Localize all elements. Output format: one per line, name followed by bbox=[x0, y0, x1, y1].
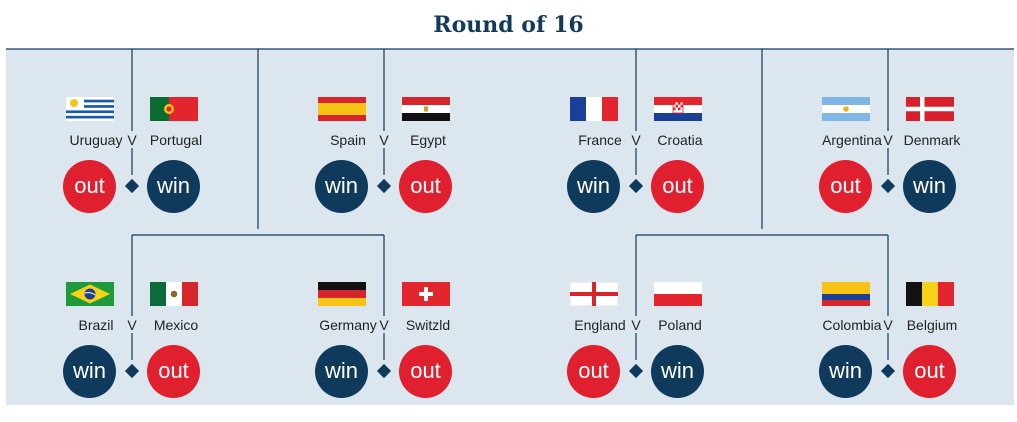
result-badge: win bbox=[651, 345, 704, 398]
versus-label: V bbox=[127, 317, 137, 333]
team-name: Spain bbox=[330, 132, 366, 148]
team-name: Switzld bbox=[405, 317, 451, 333]
mexico-flag-icon bbox=[150, 282, 198, 306]
match-spain-egypt: Spain V Egypt win out bbox=[315, 97, 468, 237]
team-name: Portugal bbox=[149, 132, 203, 148]
result-badge: win bbox=[147, 160, 200, 213]
team-name: France bbox=[578, 132, 622, 148]
result-badge: win bbox=[63, 345, 116, 398]
france-flag-icon bbox=[570, 97, 618, 121]
team-name: Brazil bbox=[78, 317, 114, 333]
colombia-flag-icon bbox=[822, 282, 870, 306]
croatia-flag-icon bbox=[654, 97, 702, 121]
result-badge: win bbox=[819, 345, 872, 398]
result-badge: out bbox=[819, 160, 872, 213]
team-name: Poland bbox=[658, 317, 702, 333]
result-badge: win bbox=[567, 160, 620, 213]
team-name: Belgium bbox=[906, 317, 958, 333]
germany-flag-icon bbox=[318, 282, 366, 306]
match-brazil-mexico: Brazil V Mexico win out bbox=[63, 282, 216, 422]
team-name: England bbox=[574, 317, 626, 333]
page-title: Round of 16 bbox=[433, 12, 584, 38]
denmark-flag-icon bbox=[906, 97, 954, 121]
match-uruguay-portugal: Uruguay V Portugal out win bbox=[63, 97, 216, 237]
result-badge: out bbox=[399, 345, 452, 398]
versus-label: V bbox=[631, 132, 641, 148]
versus-label: V bbox=[379, 132, 389, 148]
result-badge: out bbox=[63, 160, 116, 213]
result-badge: out bbox=[147, 345, 200, 398]
poland-flag-icon bbox=[654, 282, 702, 306]
match-colombia-belgium: Colombia V Belgium win out bbox=[819, 282, 972, 422]
team-name: Colombia bbox=[822, 317, 882, 333]
result-badge: win bbox=[903, 160, 956, 213]
team-name: Argentina bbox=[822, 132, 882, 148]
connector-diamond-icon bbox=[124, 178, 140, 194]
england-flag-icon bbox=[570, 282, 618, 306]
versus-label: V bbox=[883, 132, 893, 148]
team-name: Mexico bbox=[153, 317, 199, 333]
versus-label: V bbox=[631, 317, 641, 333]
result-badge: out bbox=[651, 160, 704, 213]
switzerland-flag-icon bbox=[402, 282, 450, 306]
connector-diamond-icon bbox=[880, 178, 896, 194]
result-badge: win bbox=[315, 345, 368, 398]
result-badge: out bbox=[567, 345, 620, 398]
connector-diamond-icon bbox=[124, 363, 140, 379]
result-badge: out bbox=[399, 160, 452, 213]
team-name: Denmark bbox=[903, 132, 961, 148]
belgium-flag-icon bbox=[906, 282, 954, 306]
connector-diamond-icon bbox=[880, 363, 896, 379]
spain-flag-icon bbox=[318, 97, 366, 121]
egypt-flag-icon bbox=[402, 97, 450, 121]
team-name: Egypt bbox=[410, 132, 446, 148]
result-badge: out bbox=[903, 345, 956, 398]
portugal-flag-icon bbox=[150, 97, 198, 121]
brazil-flag-icon bbox=[66, 282, 114, 306]
match-argentina-denmark: Argentina V Denmark out win bbox=[819, 97, 972, 237]
versus-label: V bbox=[883, 317, 893, 333]
match-germany-switzerland: Germany V Switzld win out bbox=[315, 282, 468, 422]
uruguay-flag-icon bbox=[66, 97, 114, 121]
connector-diamond-icon bbox=[376, 363, 392, 379]
team-name: Uruguay bbox=[69, 132, 123, 148]
team-name: Germany bbox=[319, 317, 377, 333]
argentina-flag-icon bbox=[822, 97, 870, 121]
connector-diamond-icon bbox=[628, 178, 644, 194]
match-france-croatia: France V Croatia win out bbox=[567, 97, 720, 237]
versus-label: V bbox=[127, 132, 137, 148]
match-england-poland: England V Poland out win bbox=[567, 282, 720, 422]
result-badge: win bbox=[315, 160, 368, 213]
team-name: Croatia bbox=[657, 132, 703, 148]
connector-diamond-icon bbox=[376, 178, 392, 194]
connector-diamond-icon bbox=[628, 363, 644, 379]
versus-label: V bbox=[379, 317, 389, 333]
